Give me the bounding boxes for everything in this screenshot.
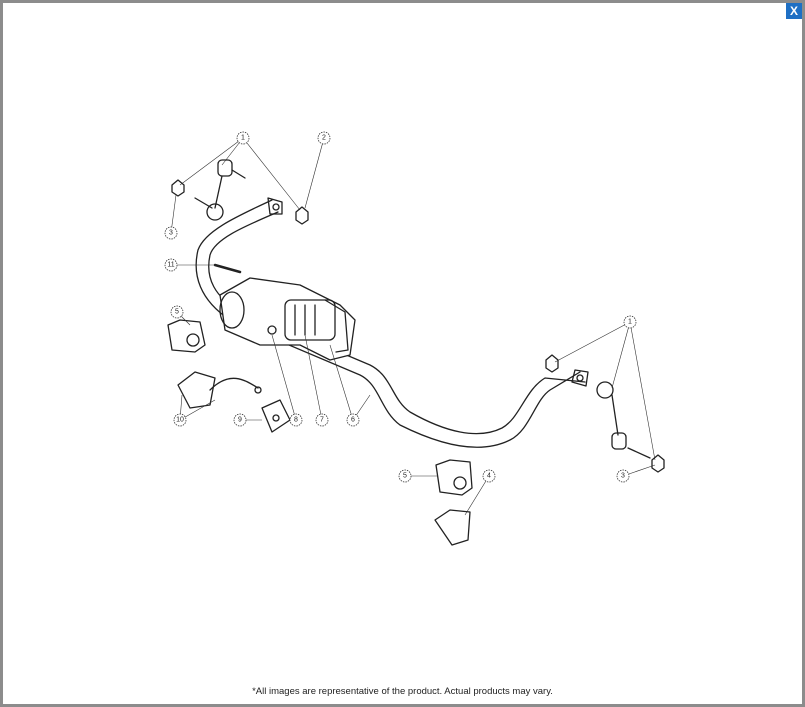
svg-text:6: 6 — [351, 417, 355, 424]
svg-text:3: 3 — [169, 230, 173, 237]
disclaimer-text: *All images are representative of the pr… — [252, 686, 553, 697]
right-link-assembly — [545, 354, 665, 473]
svg-text:9: 9 — [238, 417, 242, 424]
svg-text:11: 11 — [167, 262, 174, 269]
callout-1: 1 — [236, 131, 250, 145]
svg-text:3: 3 — [621, 473, 625, 480]
callout-5-right: 5 — [398, 469, 412, 483]
svg-text:7: 7 — [320, 417, 324, 424]
callout-1-right: 1 — [623, 315, 637, 329]
svg-text:8: 8 — [294, 417, 298, 424]
callout-3-right: 3 — [616, 469, 630, 483]
svg-text:1: 1 — [241, 135, 245, 142]
callout-5: 5 — [170, 305, 184, 319]
callout-10: 10 — [173, 413, 187, 427]
actuator-assembly — [219, 277, 356, 361]
svg-text:10: 10 — [176, 417, 184, 424]
svg-text:2: 2 — [322, 135, 326, 142]
callout-8: 8 — [289, 413, 303, 427]
callout-6: 6 — [346, 413, 360, 427]
callout-11: 11 — [164, 258, 178, 272]
svg-text:4: 4 — [487, 473, 491, 480]
callout-3: 3 — [164, 226, 178, 240]
svg-text:5: 5 — [175, 309, 179, 316]
callout-4: 4 — [482, 469, 496, 483]
svg-text:1: 1 — [628, 319, 632, 326]
callout-9: 9 — [233, 413, 247, 427]
callout-2: 2 — [317, 131, 331, 145]
left-link-assembly — [171, 159, 309, 225]
stabilizer-bar — [195, 199, 581, 448]
svg-text:5: 5 — [403, 473, 407, 480]
callout-7: 7 — [315, 413, 329, 427]
close-button[interactable]: X — [786, 3, 802, 19]
